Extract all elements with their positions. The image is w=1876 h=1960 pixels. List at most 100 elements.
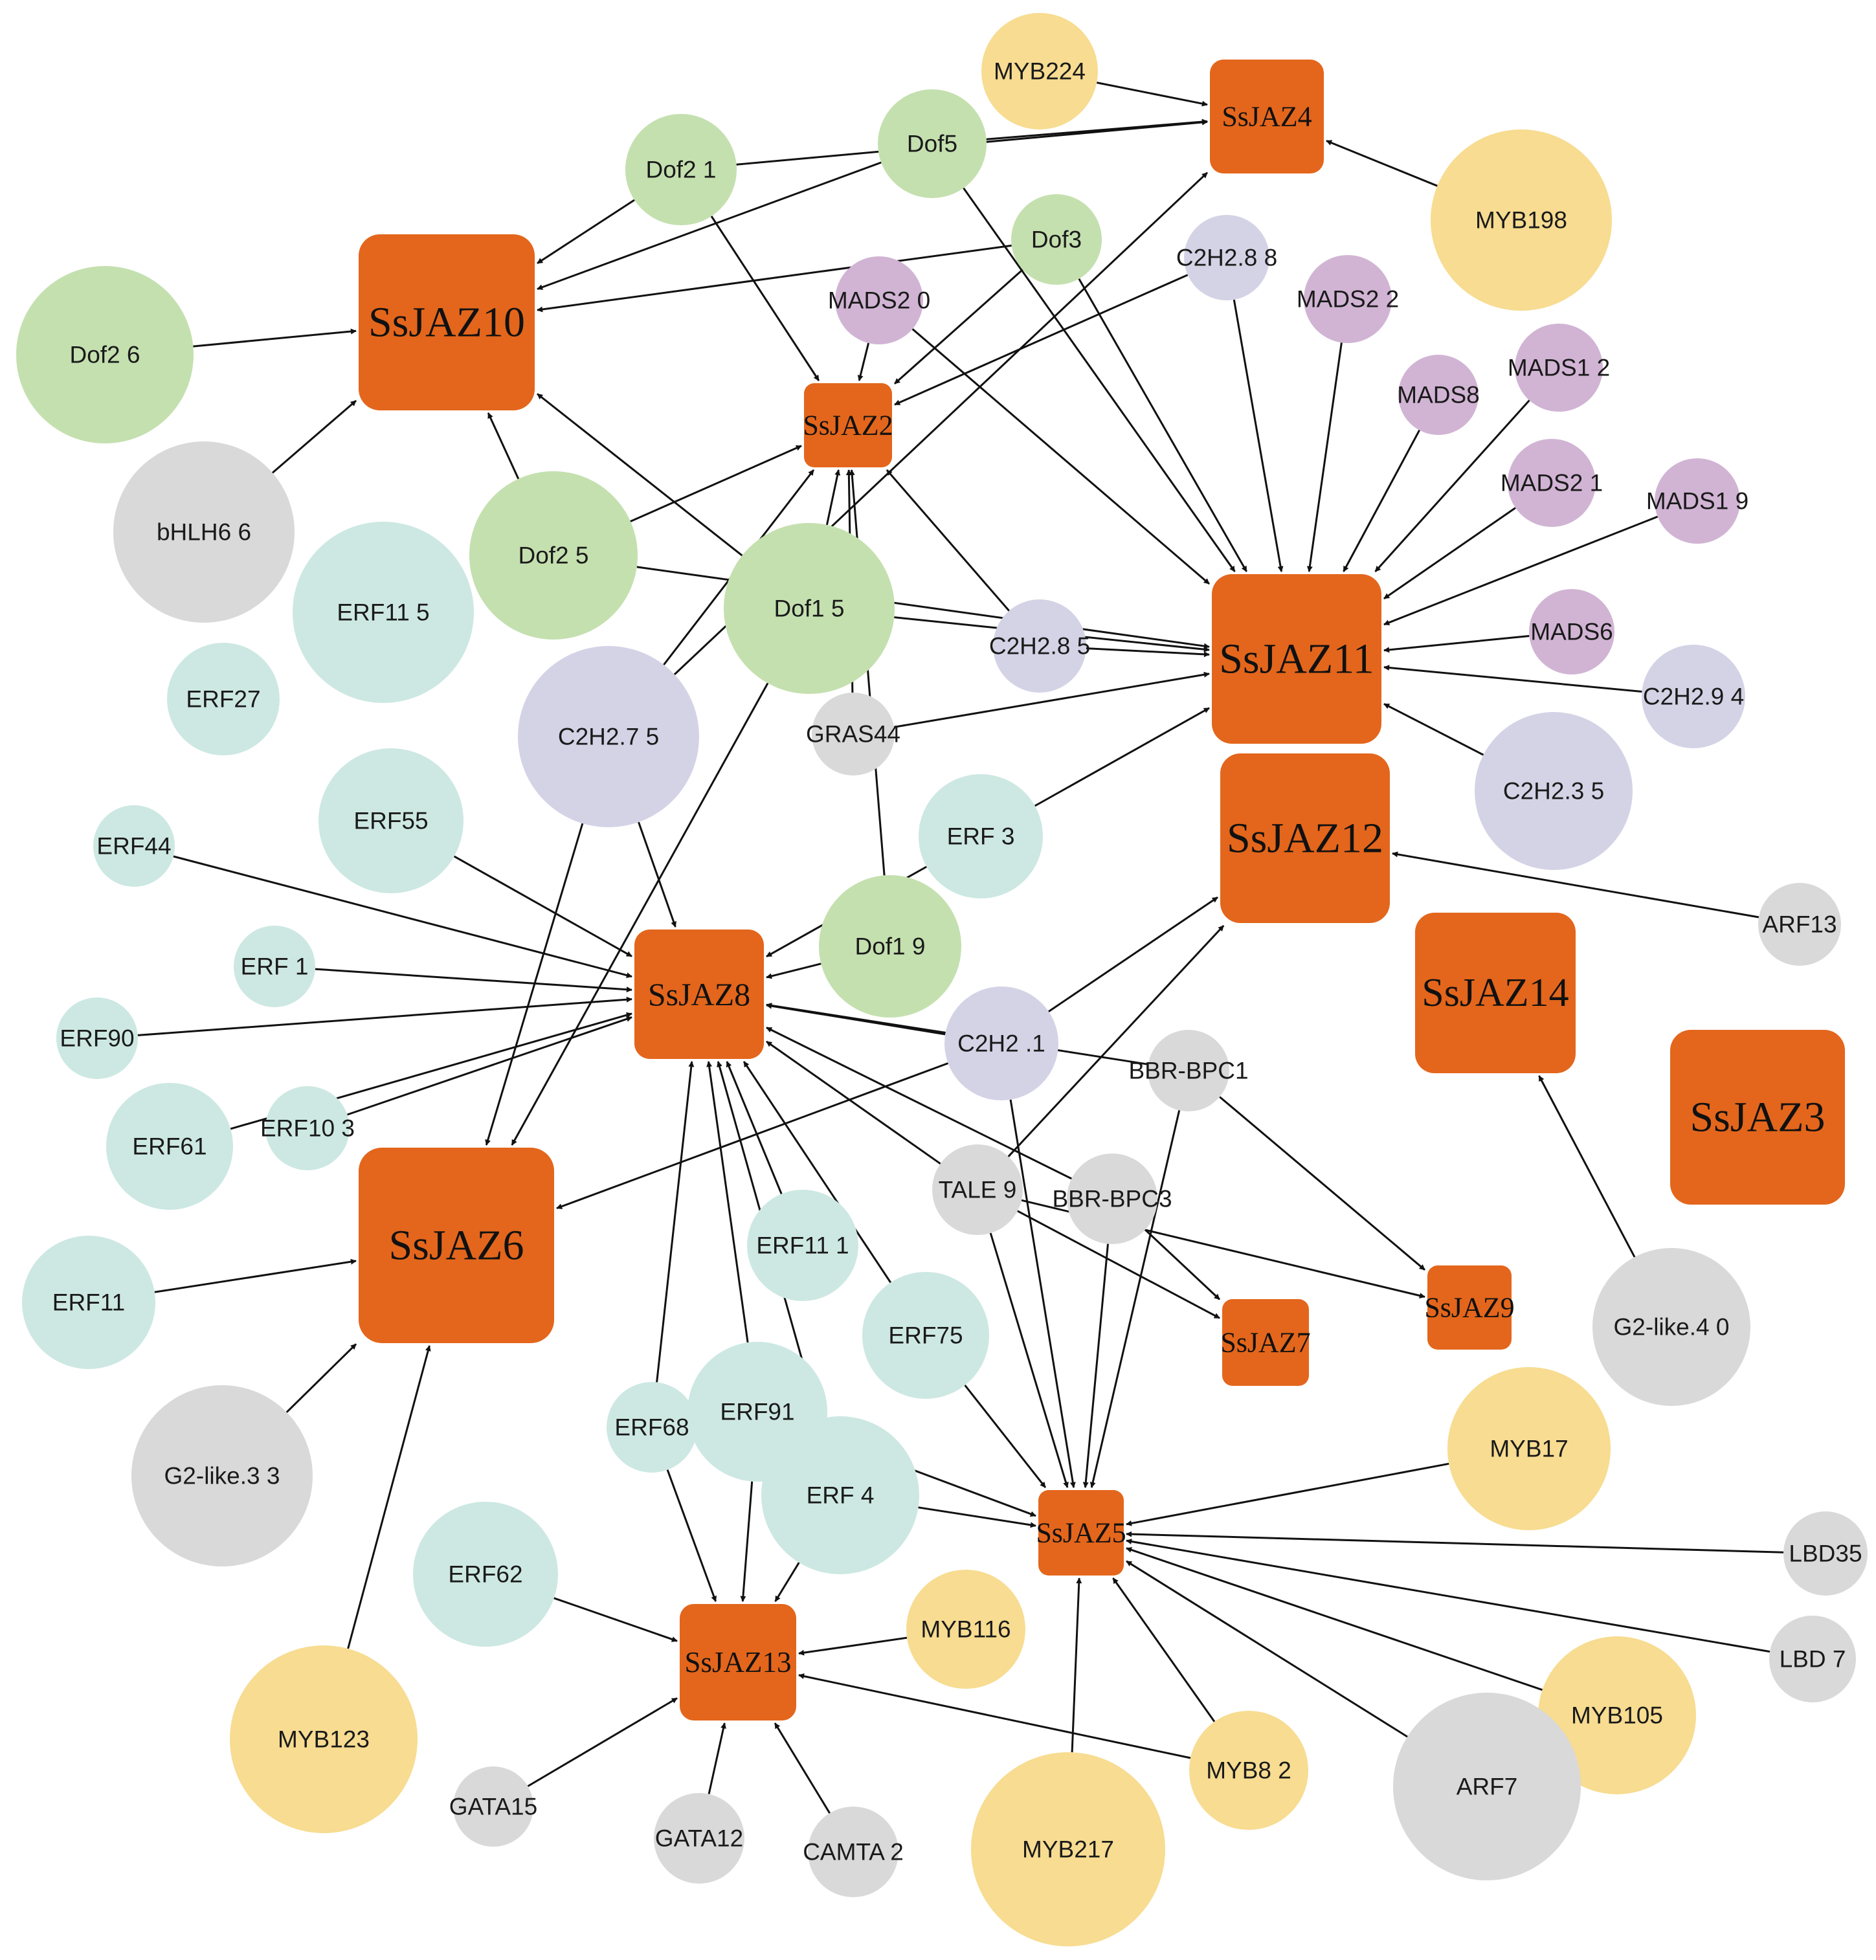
tf-node-circle bbox=[265, 1086, 350, 1170]
tf-node-circle bbox=[1148, 1030, 1229, 1111]
tf-node-circle bbox=[167, 643, 280, 755]
tf-node-label: GRAS44 bbox=[806, 721, 900, 748]
tf-node-label: Dof5 bbox=[907, 131, 957, 157]
edge-dof15-to-ssjaz2 bbox=[825, 469, 841, 526]
tf-node-label: MADS8 bbox=[1397, 382, 1479, 408]
tf-node-circle bbox=[318, 748, 463, 893]
tf-node-circle bbox=[761, 1416, 919, 1574]
edge-bhlh66-to-ssjaz10 bbox=[271, 399, 357, 474]
tf-node-label: ERF68 bbox=[614, 1414, 689, 1441]
tf-node-label: ERF10 3 bbox=[260, 1115, 355, 1142]
tf-node-label: bHLH6 6 bbox=[157, 519, 251, 546]
jaz-node-label: SsJAZ10 bbox=[368, 299, 525, 346]
tf-node-label: ERF90 bbox=[60, 1025, 134, 1052]
edge-mads20-to-ssjaz2 bbox=[857, 342, 870, 381]
tf-node-circle bbox=[808, 1807, 899, 1897]
jaz-node-label: SsJAZ3 bbox=[1690, 1094, 1825, 1141]
edge-bbr-bpc3-to-ssjaz5 bbox=[1082, 1243, 1109, 1488]
jaz-node-box bbox=[1210, 60, 1324, 173]
tf-node-label: G2-like.3 3 bbox=[164, 1463, 280, 1489]
tf-node-erf1: ERF 1 bbox=[234, 926, 315, 1007]
tf-node-label: ERF 3 bbox=[947, 823, 1015, 850]
tf-node-g2-like.33: G2-like.3 3 bbox=[131, 1385, 313, 1566]
edge-c2h2.1-to-ssjaz6 bbox=[556, 1062, 949, 1210]
tf-node-mads19: MADS1 9 bbox=[1646, 458, 1748, 544]
edge-bbr-bpc3-to-ssjaz7 bbox=[1145, 1229, 1221, 1300]
tf-node-label: C2H2.8 5 bbox=[989, 633, 1090, 660]
tf-node-label: ARF13 bbox=[1762, 911, 1837, 938]
tf-node-tale9: TALE 9 bbox=[932, 1144, 1023, 1235]
tf-node-dof19: Dof1 9 bbox=[819, 875, 961, 1018]
tf-node-label: Dof3 bbox=[1031, 227, 1082, 253]
tf-node-circle bbox=[944, 986, 1058, 1100]
tf-node-erf103: ERF10 3 bbox=[260, 1086, 355, 1170]
tf-node-circle bbox=[835, 256, 923, 344]
edge-c2h2.85-to-ssjaz11 bbox=[1086, 647, 1210, 658]
edge-gras44-to-ssjaz11 bbox=[893, 671, 1210, 728]
tf-node-circle bbox=[993, 599, 1086, 693]
jaz-node-ssjaz14: SsJAZ14 bbox=[1415, 913, 1576, 1073]
tf-node-erf27: ERF27 bbox=[167, 643, 280, 755]
edge-myb198-to-ssjaz4 bbox=[1326, 140, 1438, 187]
tf-node-mads20: MADS2 0 bbox=[828, 256, 930, 344]
edge-erf11-to-ssjaz6 bbox=[154, 1258, 357, 1293]
tf-node-circle bbox=[1475, 712, 1633, 870]
tf-node-myb116: MYB116 bbox=[906, 1570, 1025, 1689]
edge-myb123-to-ssjaz6 bbox=[347, 1345, 431, 1649]
edge-dof15-to-ssjaz10 bbox=[537, 393, 743, 557]
tf-node-circle bbox=[1393, 1693, 1581, 1880]
edge-erf68-to-ssjaz8 bbox=[656, 1061, 695, 1383]
jaz-node-ssjaz2: SsJAZ2 bbox=[803, 383, 893, 467]
tf-node-lbd35: LBD35 bbox=[1783, 1511, 1868, 1596]
jaz-node-box bbox=[680, 1604, 796, 1721]
tf-node-label: ERF11 5 bbox=[337, 599, 429, 626]
edge-c2h2.88-to-ssjaz11 bbox=[1233, 299, 1284, 572]
tf-node-label: MYB224 bbox=[994, 58, 1086, 85]
edge-arf7-to-ssjaz5 bbox=[1126, 1560, 1408, 1738]
tf-node-c2h2.85: C2H2.8 5 bbox=[989, 599, 1090, 693]
edge-myb116-to-ssjaz13 bbox=[798, 1636, 908, 1656]
tf-node-label: LBD35 bbox=[1789, 1541, 1862, 1567]
edge-myb17-to-ssjaz5 bbox=[1126, 1462, 1449, 1526]
edge-gata15-to-ssjaz13 bbox=[527, 1697, 678, 1787]
edge-erf62-to-ssjaz13 bbox=[553, 1597, 678, 1642]
edge-erf44-to-ssjaz8 bbox=[173, 855, 632, 978]
edge-dof5-to-ssjaz11 bbox=[963, 187, 1236, 572]
tf-node-circle bbox=[1783, 1511, 1868, 1596]
tf-node-erf68: ERF68 bbox=[607, 1382, 697, 1473]
tf-node-myb198: MYB198 bbox=[1431, 129, 1612, 311]
tf-node-label: MADS1 2 bbox=[1508, 355, 1610, 381]
edge-dof25-to-ssjaz10 bbox=[487, 412, 520, 480]
tf-node-circle bbox=[654, 1793, 744, 1884]
tf-node-label: MYB123 bbox=[278, 1726, 370, 1753]
tf-node-label: Dof2 6 bbox=[69, 342, 140, 368]
tf-node-label: ERF11 bbox=[52, 1289, 125, 1316]
edge-dof25-to-ssjaz2 bbox=[630, 445, 802, 522]
tf-node-label: C2H2.8 8 bbox=[1176, 245, 1277, 271]
tf-node-circle bbox=[1184, 215, 1269, 300]
jaz-node-label: SsJAZ13 bbox=[684, 1646, 791, 1678]
tf-node-circle bbox=[56, 997, 138, 1079]
tf-node-c2h2.35: C2H2.3 5 bbox=[1475, 712, 1633, 870]
tf-node-circle bbox=[1529, 589, 1614, 674]
jaz-node-label: SsJAZ5 bbox=[1036, 1517, 1126, 1549]
tf-node-label: BBR-BPC1 bbox=[1128, 1058, 1248, 1084]
edge-mads22-to-ssjaz11 bbox=[1306, 342, 1343, 572]
tf-node-lbd7: LBD 7 bbox=[1769, 1616, 1856, 1702]
tf-node-mads12: MADS1 2 bbox=[1508, 324, 1610, 412]
edge-c2h2.94-to-ssjaz11 bbox=[1383, 665, 1642, 693]
jaz-node-box bbox=[1222, 1299, 1309, 1386]
jaz-node-ssjaz8: SsJAZ8 bbox=[634, 930, 764, 1059]
tf-node-circle bbox=[469, 471, 638, 640]
edge-erf4-to-ssjaz13 bbox=[774, 1562, 800, 1602]
tf-node-bbr-bpc1: BBR-BPC1 bbox=[1128, 1030, 1249, 1111]
tf-node-circle bbox=[878, 89, 987, 198]
edge-bbr-bpc1-to-ssjaz5 bbox=[1089, 1110, 1181, 1488]
edge-erf4-to-ssjaz5 bbox=[918, 1506, 1036, 1528]
edge-myb224-to-ssjaz4 bbox=[1097, 82, 1208, 107]
tf-node-label: ARF7 bbox=[1457, 1774, 1518, 1800]
edge-tale9-to-ssjaz12 bbox=[1007, 924, 1225, 1157]
edge-dof21-to-ssjaz2 bbox=[710, 216, 820, 381]
tf-node-c2h2.88: C2H2.8 8 bbox=[1176, 215, 1277, 300]
